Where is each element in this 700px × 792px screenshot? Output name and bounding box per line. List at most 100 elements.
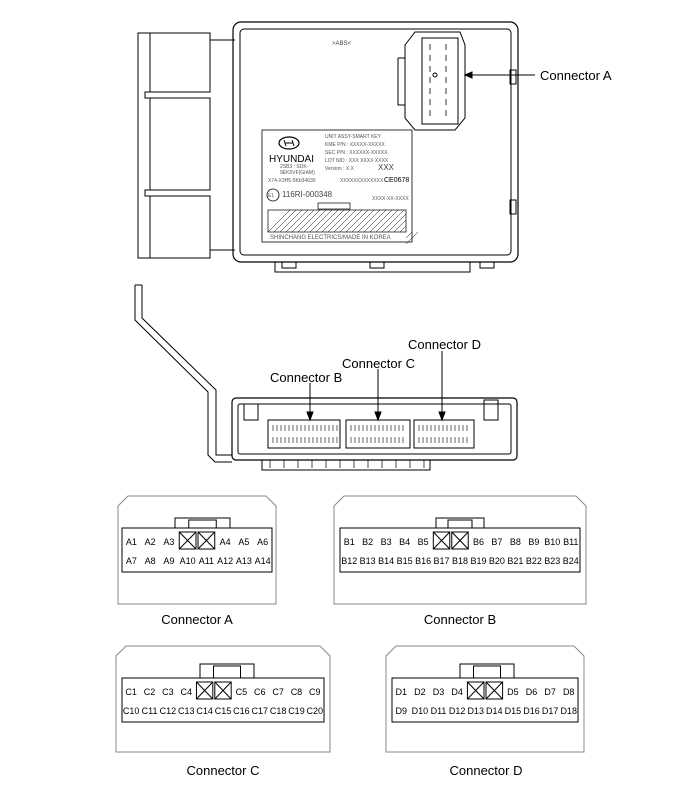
pin-label: B6 xyxy=(473,537,484,547)
pin-label: B18 xyxy=(452,556,468,566)
pin-label: B4 xyxy=(399,537,410,547)
date-code: XXXX-XX-XXXX xyxy=(372,196,409,202)
pin-label: D17 xyxy=(542,706,559,716)
pin-label: B14 xyxy=(378,556,394,566)
ce-mark: CE0678 xyxy=(384,177,409,184)
pin-label: A12 xyxy=(217,556,233,566)
label-line-3: SEC P/N : XXXXXX-XXXXX xyxy=(325,150,388,156)
latch-tab xyxy=(199,663,255,678)
housing-outline xyxy=(333,495,587,605)
pin-label: D10 xyxy=(412,706,429,716)
pin-label: B9 xyxy=(528,537,539,547)
pin-label: A3 xyxy=(163,537,174,547)
callout-connector-a: Connector A xyxy=(540,68,612,83)
small-code-1: 2SB3 : SDK- xyxy=(280,164,309,170)
pin-label: C1 xyxy=(125,687,137,697)
pin-label: A2 xyxy=(145,537,156,547)
version-code: XXX xyxy=(378,163,395,172)
pin-label: D14 xyxy=(486,706,503,716)
module-top-view: >ABS< HYUNDAI 2SB3 : SDK- 9EK5VF(GIAM) U… xyxy=(137,21,519,273)
pin-label: C16 xyxy=(233,706,250,716)
pin-label: C20 xyxy=(307,706,324,716)
serial-marks: XXXXXXXXXXXXX xyxy=(340,178,384,184)
module-side-view xyxy=(134,284,518,471)
pin-label: B15 xyxy=(397,556,413,566)
pin-label: D12 xyxy=(449,706,466,716)
pin-label: C8 xyxy=(291,687,303,697)
connector-caption: Connector B xyxy=(424,612,496,627)
pin-label: A13 xyxy=(236,556,252,566)
blank-cavity xyxy=(466,681,485,700)
label-line-4: LOT N/D : XXX XXXX XXXX xyxy=(325,158,389,164)
abs-mark: >ABS< xyxy=(332,41,352,47)
housing-outline xyxy=(115,645,331,753)
latch-tab xyxy=(174,517,231,528)
pin-label: A14 xyxy=(255,556,271,566)
pin-label: D4 xyxy=(451,687,463,697)
blank-cavity xyxy=(214,681,232,700)
pin-label: A9 xyxy=(163,556,174,566)
pin-label: B11 xyxy=(563,537,578,547)
blank-cavity xyxy=(197,531,216,550)
brand-text: HYUNDAI xyxy=(269,154,314,165)
blank-cavity xyxy=(451,531,469,550)
small-code-2: 9EK5VF(GIAM) xyxy=(280,170,315,176)
pin-label: B2 xyxy=(362,537,373,547)
connector-caption: Connector D xyxy=(450,763,523,778)
pin-label: C7 xyxy=(272,687,284,697)
pin-label: D8 xyxy=(563,687,575,697)
pin-label: A10 xyxy=(180,556,196,566)
pin-label: C17 xyxy=(251,706,268,716)
pin-label: D6 xyxy=(526,687,538,697)
pin-label: B17 xyxy=(434,556,450,566)
pin-label: A8 xyxy=(145,556,156,566)
pin-label: B24 xyxy=(563,556,579,566)
pin-label: C5 xyxy=(236,687,248,697)
pin-label: B12 xyxy=(341,556,357,566)
pin-label: B21 xyxy=(507,556,523,566)
label-line-1: UNIT ASSY-SMART KEY xyxy=(325,134,382,140)
blank-cavity xyxy=(485,681,504,700)
housing-outline xyxy=(385,645,585,753)
pin-label: B10 xyxy=(544,537,560,547)
pin-label: B5 xyxy=(418,537,429,547)
connector-caption: Connector A xyxy=(161,612,233,627)
pin-label: C18 xyxy=(270,706,287,716)
housing-outline xyxy=(117,495,277,605)
pin-label: D9 xyxy=(396,706,408,716)
pin-label: C6 xyxy=(254,687,266,697)
pin-label: B3 xyxy=(381,537,392,547)
pin-label: B23 xyxy=(544,556,560,566)
pin-label: C9 xyxy=(309,687,321,697)
pin-label: C2 xyxy=(144,687,156,697)
pin-label: A11 xyxy=(199,556,214,566)
pin-label: D11 xyxy=(431,706,447,716)
callout-connector-c: Connector C xyxy=(342,356,415,371)
label-line-2: KME P/N : XXXXX-XXXXX xyxy=(325,142,385,148)
pin-label: D5 xyxy=(507,687,519,697)
pin-label: C14 xyxy=(196,706,213,716)
maker-text: SHINCHANG ELECTRICS/MADE IN KOREA xyxy=(270,235,391,241)
pin-label: D3 xyxy=(433,687,445,697)
pin-label: A4 xyxy=(220,537,231,547)
blank-cavity xyxy=(178,531,197,550)
pin-label: B16 xyxy=(415,556,431,566)
pin-label: C13 xyxy=(178,706,195,716)
pin-label: D18 xyxy=(560,706,577,716)
pin-label: A5 xyxy=(238,537,249,547)
callout-connector-d: Connector D xyxy=(408,337,481,352)
pin-label: B19 xyxy=(470,556,486,566)
pin-label: A1 xyxy=(126,537,137,547)
pin-label: C11 xyxy=(142,706,158,716)
barcode-text: X74-X3H5-5Kb34630 xyxy=(268,178,316,184)
pin-label: B8 xyxy=(510,537,521,547)
pin-label: D13 xyxy=(467,706,484,716)
pin-label: A7 xyxy=(126,556,137,566)
latch-tab xyxy=(459,663,515,678)
pin-label: D2 xyxy=(414,687,426,697)
blank-cavity xyxy=(195,681,214,700)
